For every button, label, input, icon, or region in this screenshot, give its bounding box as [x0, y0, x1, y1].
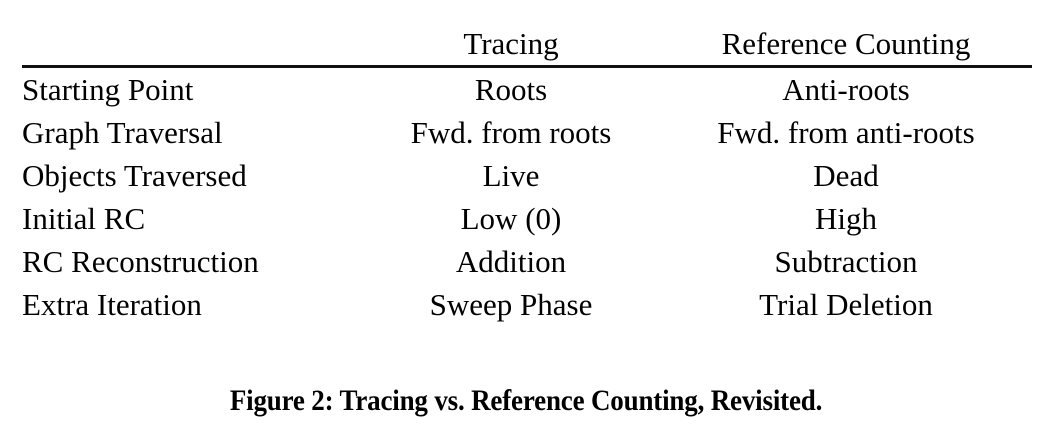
cell-tracing-initial-rc: Low (0): [460, 201, 562, 236]
cell-refcount-extra-iteration: Trial Deletion: [759, 287, 933, 322]
column-header-tracing: Tracing: [463, 26, 559, 61]
cell-tracing-rc-reconstruction: Addition: [455, 244, 567, 279]
row-label-starting-point: Starting Point: [22, 65, 362, 111]
table-row: Graph Traversal Fwd. from roots Fwd. fro…: [22, 111, 1032, 154]
figure-caption: Figure 2: Tracing vs. Reference Counting…: [229, 384, 823, 417]
row-label-rc-reconstruction: RC Reconstruction: [22, 244, 259, 279]
table-row: Objects Traversed Live Dead: [22, 154, 1032, 197]
cell-tracing-starting-point: Roots: [362, 65, 660, 111]
comparison-table: Tracing Reference Counting Starting Poin…: [22, 22, 1032, 326]
cell-tracing-graph-traversal: Fwd. from roots: [410, 115, 612, 150]
table-header-row: Tracing Reference Counting: [22, 22, 1032, 67]
cell-refcount-objects-traversed: Dead: [813, 158, 879, 193]
table-row: Initial RC Low (0) High: [22, 197, 1032, 240]
row-label-graph-traversal: Graph Traversal: [22, 115, 223, 150]
cell-refcount-starting-point: Anti-roots: [660, 65, 1032, 111]
comparison-table-wrapper: Tracing Reference Counting Starting Poin…: [22, 22, 1032, 352]
column-header-reference-counting: Reference Counting: [721, 26, 971, 61]
table-row: RC Reconstruction Addition Subtraction: [22, 240, 1032, 283]
table-row: Starting Point Roots Anti-roots: [22, 65, 1032, 111]
cell-refcount-rc-reconstruction: Subtraction: [774, 244, 918, 279]
row-label-extra-iteration: Extra Iteration: [22, 287, 202, 322]
row-label-initial-rc: Initial RC: [22, 201, 146, 236]
cell-tracing-extra-iteration: Sweep Phase: [429, 287, 593, 322]
cell-refcount-graph-traversal: Fwd. from anti-roots: [717, 115, 975, 150]
cell-refcount-initial-rc: High: [815, 201, 877, 236]
cell-tracing-objects-traversed: Live: [482, 158, 540, 193]
table-header: Tracing Reference Counting: [22, 22, 1032, 67]
column-header-attribute: [22, 22, 362, 67]
row-label-objects-traversed: Objects Traversed: [22, 158, 247, 193]
table-row: Extra Iteration Sweep Phase Trial Deleti…: [22, 283, 1032, 326]
table-body: Starting Point Roots Anti-roots Graph Tr…: [22, 65, 1032, 327]
